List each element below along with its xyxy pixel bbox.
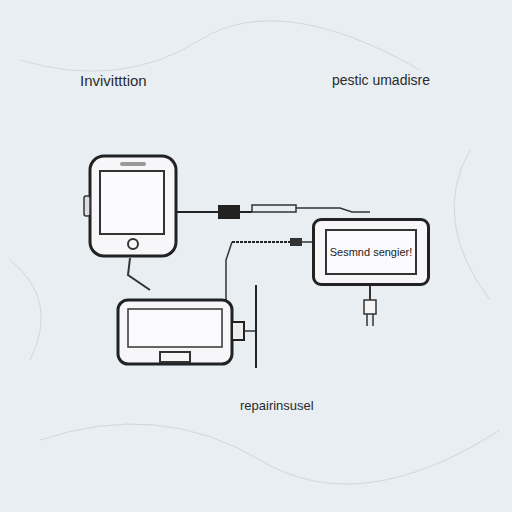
- screen-text: Sesmnd sengier!: [330, 246, 413, 258]
- device-screen: Sesmnd sengier!: [325, 229, 417, 275]
- caption-label: pestic umadisre: [332, 72, 430, 88]
- device-box: Sesmnd sengier!: [312, 218, 430, 286]
- caption-label: Invivitttion: [80, 72, 147, 89]
- caption-label: repairinsusel: [240, 398, 314, 413]
